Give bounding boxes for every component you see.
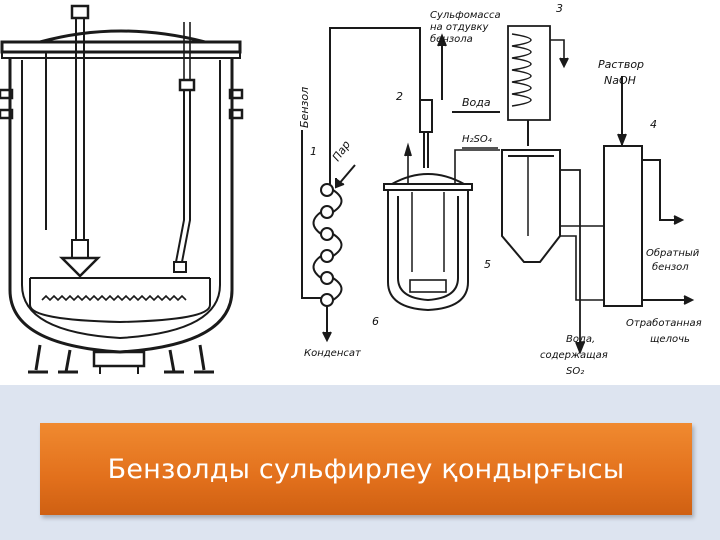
label-naoh-1: Раствор xyxy=(598,58,644,71)
label-benzene: Бензол xyxy=(298,87,311,128)
label-water-so2-2: содержащая xyxy=(540,350,608,361)
caption-title: Бензолды сульфирлеу қондырғысы xyxy=(108,454,625,485)
label-sulfomass-1: Сульфомасса xyxy=(430,10,501,21)
reactor-section xyxy=(0,6,242,374)
number-6: 6 xyxy=(372,315,379,328)
number-4: 4 xyxy=(650,118,657,131)
number-3: 3 xyxy=(556,2,563,15)
label-spent-2: щелочь xyxy=(650,334,690,345)
label-condensate: Конденсат xyxy=(304,348,362,359)
caption-bar: Бензолды сульфирлеу қондырғысы xyxy=(40,423,692,515)
label-spent-1: Отработанная xyxy=(626,317,702,329)
number-1: 1 xyxy=(310,145,317,158)
label-naoh-2: NaOH xyxy=(604,74,636,87)
label-sulfomass-3: бензола xyxy=(430,33,473,45)
label-water: Вода xyxy=(462,96,491,109)
number-2: 2 xyxy=(396,90,403,103)
label-water-so2-3: SO₂ xyxy=(566,366,584,377)
diagram-figure: 1 2 3 4 5 6 Бензол Пар Конденсат Сульфом… xyxy=(0,0,720,385)
label-steam: Пар xyxy=(330,138,353,163)
label-water-so2-1: Вода, xyxy=(566,334,595,345)
label-return-1: Обратный xyxy=(646,247,700,259)
number-5: 5 xyxy=(484,258,491,271)
label-return-2: бензол xyxy=(652,261,689,273)
diagram-svg: 1 2 3 4 5 6 Бензол Пар Конденсат Сульфом… xyxy=(0,0,720,385)
label-sulfomass-2: на отдувку xyxy=(430,22,490,33)
label-acid: H₂SO₄ xyxy=(462,134,492,145)
